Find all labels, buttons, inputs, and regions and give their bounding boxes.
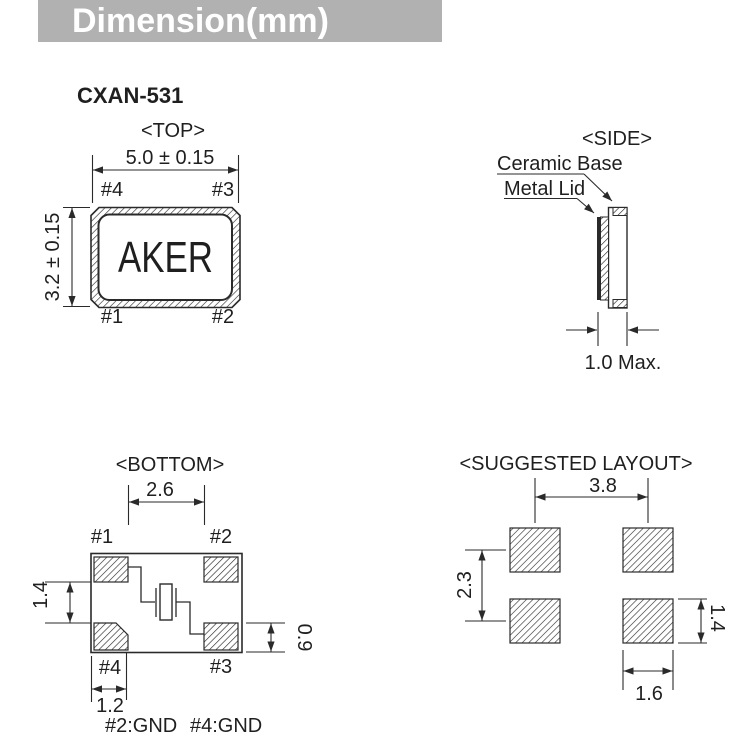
leader-line (583, 173, 613, 202)
layout-pad-width-dim-text: 1.6 (635, 683, 663, 705)
bottom-view: <BOTTOM> 2.6 #1 #2 (30, 454, 315, 737)
part-number: CXAN-531 (77, 83, 183, 108)
top-view-label: <TOP> (141, 120, 205, 142)
suggested-layout-view: <SUGGESTED LAYOUT> 3.8 2.3 1.4 (454, 453, 728, 705)
bottom-pad-gap-dim-text: 1.4 (30, 581, 52, 609)
top-height-dim-text: 3.2 ± 0.15 (42, 213, 64, 302)
layout-pad-tl (509, 527, 561, 573)
side-pad-bottom (612, 299, 628, 308)
section-header-title: Dimension(mm) (72, 2, 329, 40)
layout-pad-bl (509, 598, 561, 644)
layout-pad-tr (622, 527, 674, 573)
bottom-pad-height-dim-text: 0.9 (293, 624, 315, 652)
side-thickness-dim-text: 1.0 Max. (585, 352, 662, 374)
bottom-view-label: <BOTTOM> (116, 454, 225, 476)
top-package-lid (97, 213, 233, 301)
side-lid-edge (597, 217, 601, 300)
bottom-pad-2 (203, 556, 239, 583)
side-pad-top (612, 207, 628, 216)
layout-pitch-y-dim-text: 2.3 (454, 571, 476, 599)
leader-line (576, 198, 595, 214)
callout-ceramic-base: Ceramic Base (497, 153, 623, 175)
top-view: <TOP> 5.0 ± 0.15 #4 #3 #1 #2 AKER 3.2 ± … (42, 120, 241, 328)
bottom-pad-3 (203, 622, 239, 651)
bottom-inner-gap-dim-text: 2.6 (146, 479, 174, 501)
layout-view-label: <SUGGESTED LAYOUT> (459, 453, 692, 475)
callout-metal-lid: Metal Lid (504, 178, 585, 200)
bottom-pad-width-dim-text: 1.2 (96, 695, 124, 717)
side-ceramic-base (607, 206, 628, 309)
top-pin-tr: #3 (212, 179, 234, 201)
bottom-wire-left (128, 566, 155, 603)
gnd-note-pin2: #2:GND (105, 715, 177, 737)
layout-pitch-x-dim-text: 3.8 (589, 475, 617, 497)
top-marking: AKER (118, 233, 213, 282)
layout-pad-height-dim-text: 1.4 (706, 604, 728, 632)
gnd-note-pin4: #4:GND (190, 715, 262, 737)
top-pin-bl: #1 (101, 306, 123, 328)
side-view: <SIDE> Ceramic Base Metal Lid 1.0 Max. (497, 128, 661, 374)
section-header: Dimension(mm) (38, 0, 442, 42)
top-pin-tl: #4 (101, 179, 123, 201)
top-pin-br: #2 (212, 306, 234, 328)
side-metal-lid (600, 216, 609, 301)
bottom-pin-tr: #2 (210, 526, 232, 548)
bottom-pin-br: #3 (210, 656, 232, 678)
bottom-pin-bl: #4 (99, 657, 121, 679)
bottom-pad-4 (93, 622, 129, 651)
layout-pad-br (622, 598, 674, 644)
bottom-wire-right (176, 601, 204, 635)
bottom-pin-tl: #1 (91, 526, 113, 548)
top-width-dim-text: 5.0 ± 0.15 (126, 147, 215, 169)
crystal-element (159, 583, 173, 621)
bottom-package-outline (90, 552, 243, 654)
bottom-pad-1 (93, 556, 129, 583)
side-view-label: <SIDE> (582, 128, 652, 150)
